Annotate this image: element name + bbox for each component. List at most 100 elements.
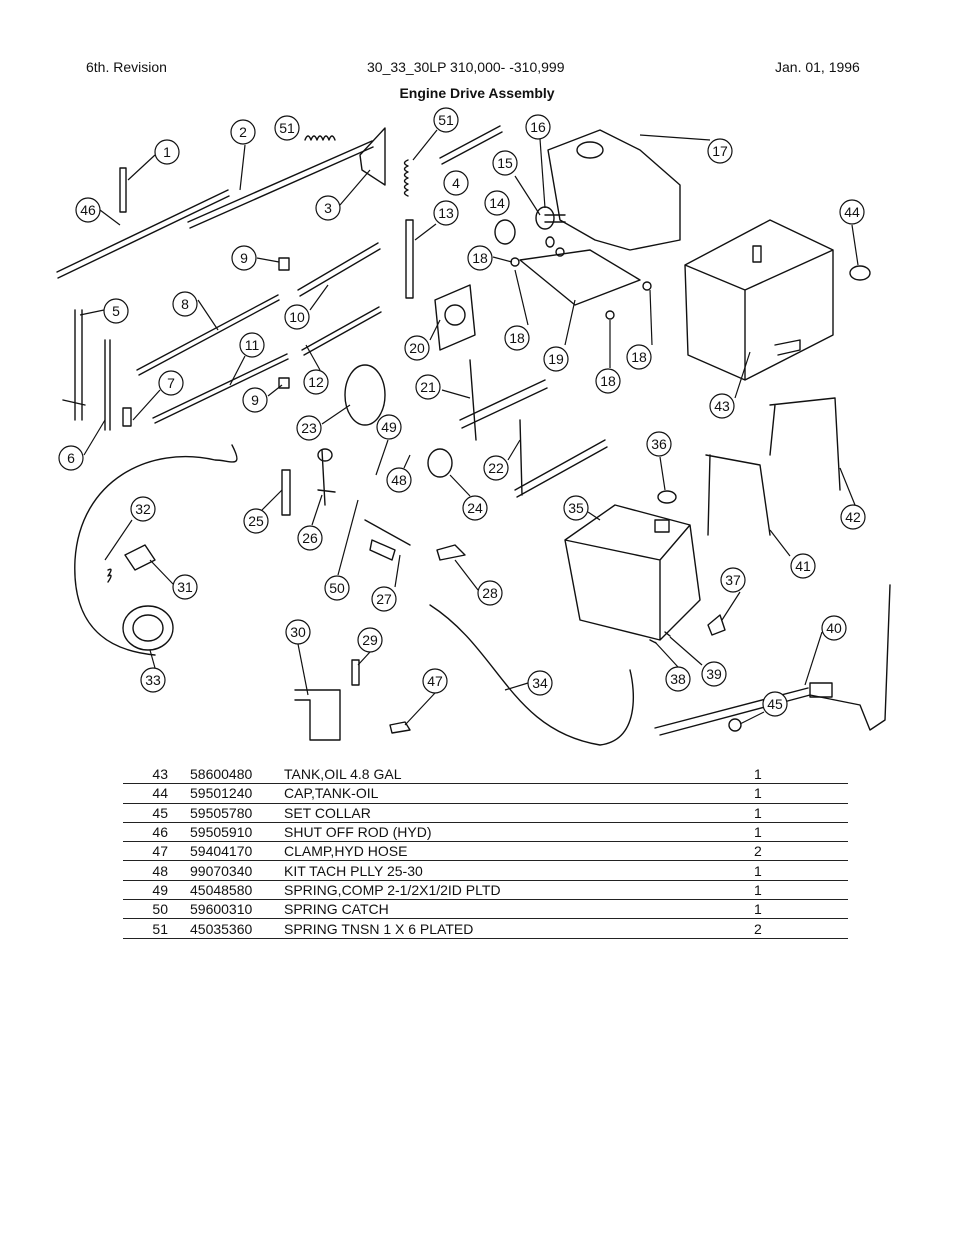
- callout-28: 28: [454, 559, 503, 606]
- revision-date: Jan. 01, 1996: [775, 59, 860, 75]
- quantity-cell: 1: [754, 860, 848, 881]
- callout-39: 39: [669, 636, 727, 687]
- callout-37: 37: [720, 567, 746, 621]
- callout-48: 48: [386, 454, 412, 493]
- callout-16: 16: [525, 114, 551, 209]
- quantity-cell: 1: [754, 803, 848, 823]
- svg-text:46: 46: [80, 202, 96, 218]
- description-cell: CAP,TANK-OIL: [284, 783, 754, 804]
- svg-text:48: 48: [391, 472, 407, 488]
- svg-text:15: 15: [497, 155, 513, 171]
- callout-31: 31: [149, 559, 198, 600]
- svg-text:35: 35: [568, 500, 584, 516]
- rod-12: [301, 306, 382, 356]
- callout-4: 4: [443, 170, 469, 196]
- item-number-cell: 46: [123, 822, 190, 843]
- callout-12: 12: [303, 344, 329, 395]
- part-number-cell: 59505780: [190, 803, 284, 823]
- callout-44: 44: [839, 199, 865, 266]
- callout-33: 33: [140, 649, 166, 693]
- svg-text:16: 16: [530, 119, 546, 135]
- fuel-tank: [564, 504, 701, 641]
- callout-35: 35: [563, 495, 601, 521]
- spring-51-side: [403, 159, 409, 197]
- part-number-cell: 45035360: [190, 918, 284, 939]
- callout-3: 3: [315, 169, 371, 221]
- item-number-cell: 43: [123, 765, 190, 785]
- item-number-cell: 47: [123, 841, 190, 862]
- description-cell: CLAMP,HYD HOSE: [284, 841, 754, 862]
- callout-29: 29: [357, 627, 383, 666]
- item-number-cell: 51: [123, 918, 190, 939]
- callout-34: 34: [504, 670, 553, 696]
- svg-text:41: 41: [795, 558, 811, 574]
- callout-26: 26: [297, 494, 323, 551]
- callout-46: 46: [75, 197, 121, 226]
- item-number-cell: 50: [123, 899, 190, 920]
- svg-text:31: 31: [177, 579, 193, 595]
- spring-51-top: [304, 135, 336, 141]
- callout-9-b: 9: [242, 384, 283, 413]
- svg-text:47: 47: [427, 673, 443, 689]
- page-title: Engine Drive Assembly: [399, 85, 555, 101]
- link-rod-8: [136, 294, 280, 376]
- svg-text:21: 21: [420, 379, 436, 395]
- quantity-cell: 1: [754, 899, 848, 920]
- callout-18-c: 18: [626, 289, 653, 370]
- item-number-cell: 48: [123, 860, 190, 881]
- svg-text:29: 29: [362, 632, 378, 648]
- rod-10: [297, 242, 381, 297]
- svg-text:9: 9: [240, 250, 248, 266]
- callout-23: 23: [296, 404, 351, 441]
- callout-1: 1: [127, 139, 180, 181]
- callout-7: 7: [132, 370, 184, 421]
- callout-21: 21: [415, 374, 471, 400]
- callout-27: 27: [371, 554, 401, 612]
- svg-text:25: 25: [248, 513, 264, 529]
- svg-text:45: 45: [767, 696, 783, 712]
- callout-42: 42: [839, 467, 866, 530]
- callout-30: 30: [285, 619, 311, 696]
- callout-50: 50: [324, 499, 359, 601]
- svg-text:10: 10: [289, 309, 305, 325]
- svg-text:50: 50: [329, 580, 345, 596]
- callout-18-a: 18: [467, 245, 513, 271]
- svg-text:12: 12: [308, 374, 324, 390]
- callout-43: 43: [709, 351, 751, 419]
- callout-41: 41: [769, 529, 816, 579]
- callout-18-d: 18: [595, 320, 621, 394]
- svg-text:30: 30: [290, 624, 306, 640]
- item-number-cell: 44: [123, 783, 190, 804]
- svg-text:18: 18: [509, 330, 525, 346]
- callout-5: 5: [79, 298, 129, 324]
- callout-36: 36: [646, 431, 672, 491]
- bracket-4: [439, 125, 503, 165]
- quantity-cell: 2: [754, 918, 848, 939]
- callout-13: 13: [414, 200, 459, 241]
- quantity-cell: 1: [754, 783, 848, 804]
- quantity-cell: 1: [754, 765, 848, 785]
- description-cell: SPRING TNSN 1 X 6 PLATED: [284, 918, 754, 939]
- callout-14: 14: [484, 190, 510, 216]
- description-cell: TANK,OIL 4.8 GAL: [284, 765, 754, 785]
- callout-24: 24: [449, 474, 488, 521]
- svg-text:14: 14: [489, 195, 505, 211]
- svg-text:5: 5: [112, 303, 120, 319]
- svg-text:26: 26: [302, 530, 318, 546]
- callout-47: 47: [404, 668, 448, 726]
- description-cell: SHUT OFF ROD (HYD): [284, 822, 754, 843]
- callout-9-a: 9: [231, 245, 280, 271]
- svg-text:1: 1: [163, 144, 171, 160]
- svg-text:44: 44: [844, 204, 860, 220]
- svg-text:37: 37: [725, 572, 741, 588]
- callout-49: 49: [375, 414, 402, 476]
- svg-text:7: 7: [167, 375, 175, 391]
- engine-base-plate: [519, 249, 641, 306]
